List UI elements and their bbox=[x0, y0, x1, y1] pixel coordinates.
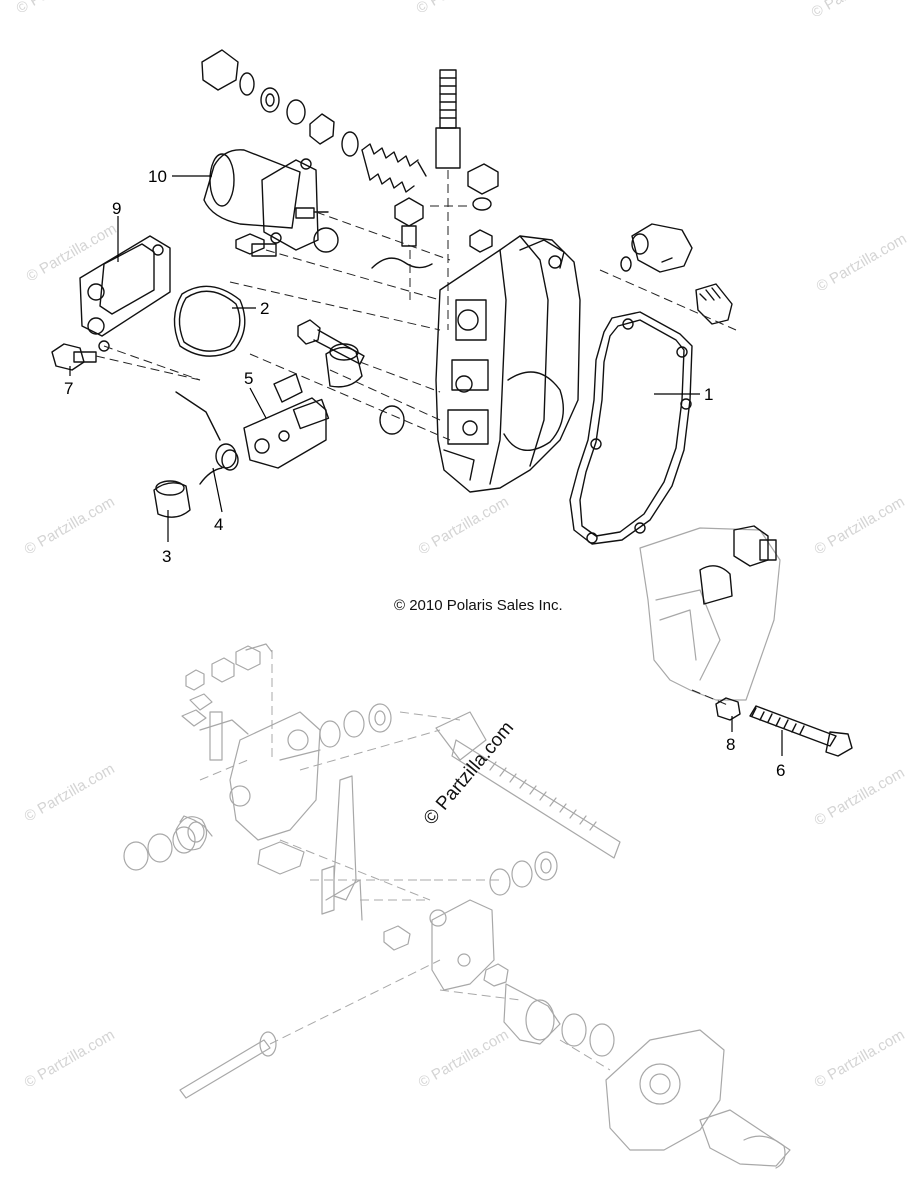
lever-5 bbox=[243, 373, 330, 469]
diagram-watermark: © Partzilla.com bbox=[420, 718, 518, 830]
watermark: © Partzilla.com bbox=[22, 493, 118, 558]
elbow-fitting bbox=[599, 223, 737, 331]
watermark: © Partzilla.com bbox=[416, 493, 512, 558]
callout-9: 9 bbox=[112, 199, 121, 218]
cap-3 bbox=[153, 480, 191, 518]
watermark: © Partzilla.com bbox=[812, 764, 908, 829]
solenoid-10 bbox=[203, 149, 451, 301]
copyright-notice: © 2010 Polaris Sales Inc. bbox=[394, 597, 563, 614]
callout-1: 1 bbox=[704, 385, 713, 404]
washer-stack bbox=[201, 49, 359, 157]
watermark: © Partzilla.com bbox=[416, 1026, 512, 1091]
watermark: © Partzilla.com bbox=[809, 0, 905, 21]
watermark: © Partzilla.com bbox=[414, 0, 510, 17]
watermark: © Partzilla.com bbox=[812, 493, 908, 558]
callout-5: 5 bbox=[244, 369, 253, 388]
watermark: © Partzilla.com bbox=[14, 0, 110, 17]
spring-4 bbox=[175, 391, 239, 485]
watermark: © Partzilla.com bbox=[24, 220, 120, 285]
callout-10: 10 bbox=[148, 167, 167, 186]
threaded-stud bbox=[435, 69, 461, 330]
callout-3: 3 bbox=[162, 547, 171, 566]
bolt-7 bbox=[51, 343, 201, 381]
cover-plate-9 bbox=[79, 235, 201, 381]
top-assembly bbox=[51, 49, 737, 545]
watermark: © Partzilla.com bbox=[22, 1026, 118, 1091]
watermark: © Partzilla.com bbox=[22, 760, 118, 825]
watermark: © Partzilla.com bbox=[812, 1026, 908, 1091]
o-ring-2 bbox=[173, 285, 246, 357]
watermark: © Partzilla.com bbox=[814, 230, 910, 295]
callout-4: 4 bbox=[214, 515, 223, 534]
callout-2: 2 bbox=[260, 299, 269, 318]
spring bbox=[361, 143, 427, 193]
callout-6: 6 bbox=[776, 761, 785, 780]
valve-housing bbox=[435, 235, 581, 493]
callouts: 10 9 2 1 5 7 4 3 8 6 bbox=[64, 167, 785, 780]
callout-7: 7 bbox=[64, 379, 73, 398]
side-detail bbox=[639, 525, 853, 757]
gasket-1 bbox=[569, 311, 693, 545]
leader-lines bbox=[69, 175, 783, 756]
lower-assembly bbox=[123, 643, 791, 1169]
background-watermarks: © Partzilla.com © Partzilla.com © Partzi… bbox=[14, 0, 910, 1091]
callout-8: 8 bbox=[726, 735, 735, 754]
